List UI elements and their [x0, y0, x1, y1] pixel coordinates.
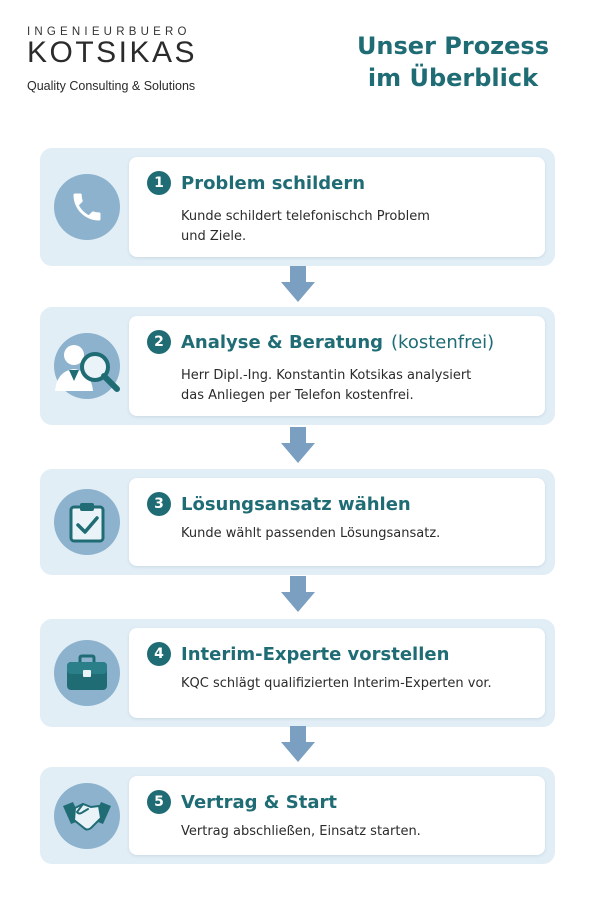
arrow-down-icon: [281, 427, 315, 463]
logo-line-big: KOTSIKAS: [27, 36, 198, 69]
page-title-line2: im Überblick: [367, 64, 539, 92]
step-title: Interim-Experte vorstellen: [181, 643, 450, 665]
step-number-badge: 1: [147, 171, 171, 195]
step-2: 2 Analyse & Beratung (kostenfrei) Herr D…: [40, 307, 555, 425]
step-number-badge: 4: [147, 642, 171, 666]
step-description-line: Kunde schildert telefonischch Problem: [181, 209, 430, 224]
company-logo: INGENIEURBUERO KOTSIKAS Quality Consulti…: [27, 26, 197, 93]
step-3: 3 Lösungsansatz wählen Kunde wählt passe…: [40, 469, 555, 575]
phone-icon: [54, 174, 120, 240]
step-4: 4 Interim-Experte vorstellen KQC schlägt…: [40, 619, 555, 727]
handshake-icon: [54, 783, 120, 849]
step-description-line: und Ziele.: [181, 229, 247, 244]
step-number-badge: 5: [147, 790, 171, 814]
arrow-down-icon: [281, 266, 315, 302]
step-4-card: 4 Interim-Experte vorstellen KQC schlägt…: [129, 628, 545, 718]
step-description: Vertrag abschließen, Einsatz starten.: [181, 822, 537, 842]
step-5-card: 5 Vertrag & Start Vertrag abschließen, E…: [129, 776, 545, 855]
logo-tagline: Quality Consulting & Solutions: [27, 79, 196, 93]
step-number-badge: 3: [147, 492, 171, 516]
arrow-down-icon: [281, 576, 315, 612]
page-title-line1: Unser Prozess: [356, 32, 549, 60]
step-description-line: Kunde wählt passenden Lösungsansatz.: [181, 526, 441, 541]
logo-line-small: INGENIEURBUERO: [27, 26, 191, 38]
step-title: Vertrag & Start: [181, 791, 337, 813]
step-3-card: 3 Lösungsansatz wählen Kunde wählt passe…: [129, 478, 545, 566]
step-description: Kunde wählt passenden Lösungsansatz.: [181, 524, 537, 544]
step-description-line: das Anliegen per Telefon kostenfrei.: [181, 388, 414, 403]
step-title: Lösungsansatz wählen: [181, 493, 411, 515]
arrow-down-icon: [281, 726, 315, 762]
step-title-note: (kostenfrei): [391, 331, 495, 353]
step-title: Analyse & Beratung: [181, 331, 384, 353]
step-description: Herr Dipl.-Ing. Konstantin Kotsikas anal…: [181, 366, 537, 406]
step-description-line: Herr Dipl.-Ing. Konstantin Kotsikas anal…: [181, 368, 472, 383]
consultant-magnifier-icon: [54, 333, 120, 399]
step-1-card: 1 Problem schildern Kunde schildert tele…: [129, 157, 545, 257]
step-description-line: Vertrag abschließen, Einsatz starten.: [181, 824, 421, 839]
step-number-badge: 2: [147, 330, 171, 354]
briefcase-icon: [54, 640, 120, 706]
step-5: 5 Vertrag & Start Vertrag abschließen, E…: [40, 767, 555, 864]
step-description-line: KQC schlägt qualifizierten Interim-Exper…: [181, 676, 492, 691]
step-title: Problem schildern: [181, 172, 366, 194]
step-2-card: 2 Analyse & Beratung (kostenfrei) Herr D…: [129, 316, 545, 416]
page-title: Unser Prozess im Überblick: [357, 30, 549, 94]
clipboard-check-icon: [54, 489, 120, 555]
step-description: Kunde schildert telefonischch Problem un…: [181, 207, 537, 247]
step-1: 1 Problem schildern Kunde schildert tele…: [40, 148, 555, 266]
step-description: KQC schlägt qualifizierten Interim-Exper…: [181, 674, 537, 694]
